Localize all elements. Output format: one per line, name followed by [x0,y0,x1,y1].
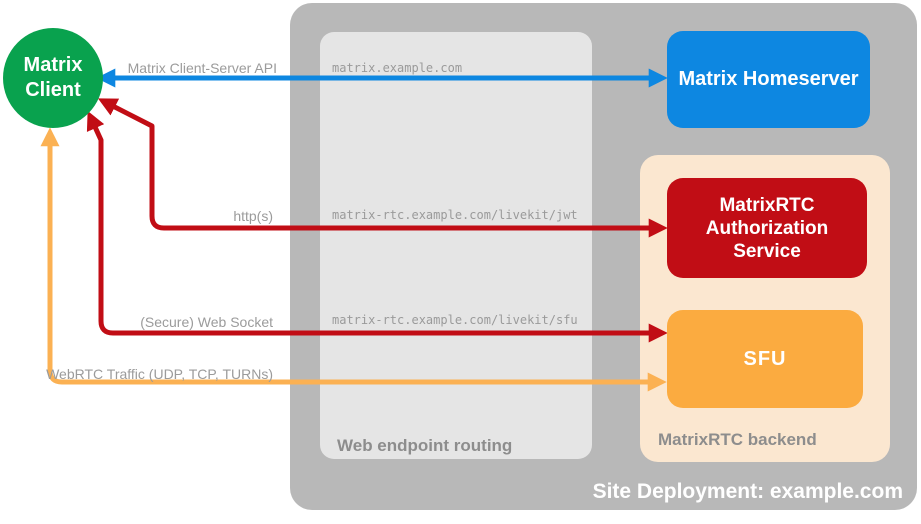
endpoint-matrix: matrix.example.com [332,61,463,75]
label-websocket: (Secure) Web Socket [140,314,273,330]
endpoint-livekit-sfu: matrix-rtc.example.com/livekit/sfu [332,313,578,327]
matrix-client-node: Matrix Client [3,28,103,128]
label-https: http(s) [233,208,273,224]
matrix-homeserver-node: Matrix Homeserver [667,31,870,128]
matrixrtc-backend-caption: MatrixRTC backend [658,430,817,449]
sfu-node: SFU [667,310,863,408]
label-client-server-api: Matrix Client-Server API [127,60,277,76]
web-endpoint-routing-caption: Web endpoint routing [337,436,513,455]
matrixrtc-auth-service-node: MatrixRTC Authorization Service [667,178,867,278]
site-deployment-caption: Site Deployment: example.com [592,480,903,503]
label-webrtc-traffic: WebRTC Traffic (UDP, TCP, TURNs) [46,366,273,382]
endpoint-livekit-jwt: matrix-rtc.example.com/livekit/jwt [332,208,578,222]
web-endpoint-routing-box [320,32,592,459]
